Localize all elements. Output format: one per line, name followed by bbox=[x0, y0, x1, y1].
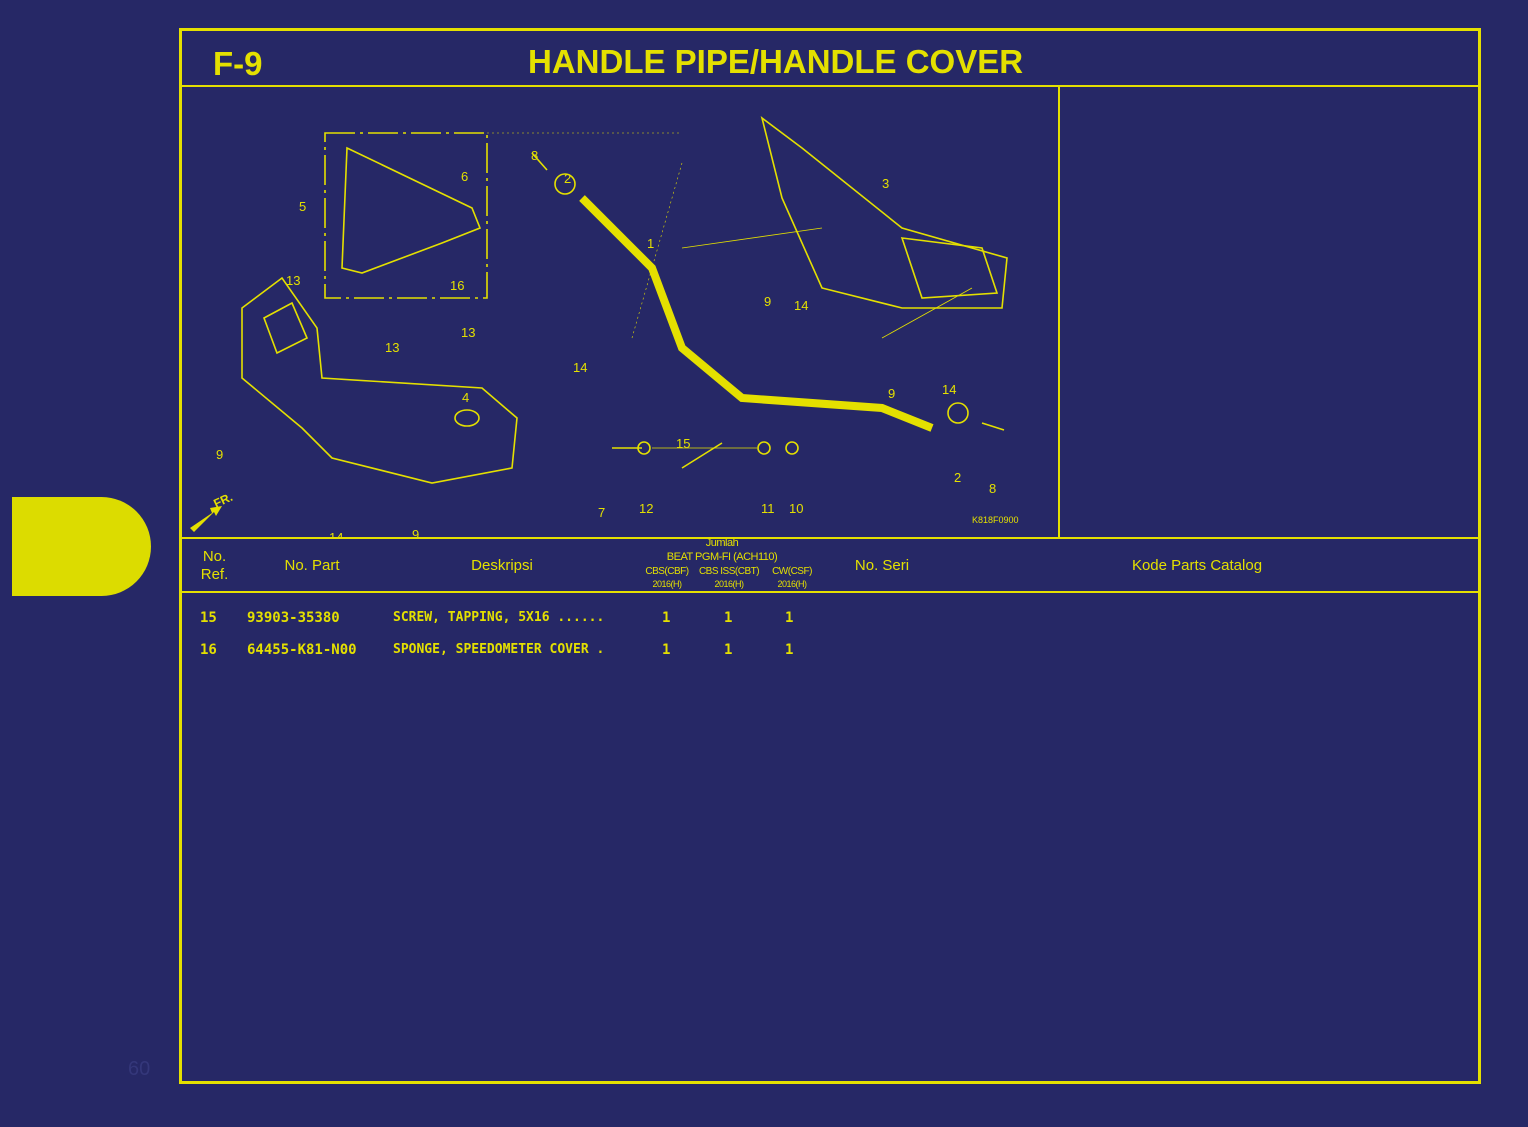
callout-4: 4 bbox=[462, 390, 469, 405]
drawing-code: K818F0900 bbox=[972, 515, 1019, 525]
handle-weight bbox=[554, 173, 576, 195]
callout-3: 3 bbox=[882, 176, 889, 191]
callout-1: 1 bbox=[647, 236, 654, 251]
callout-9: 9 bbox=[764, 294, 771, 309]
callout-8: 8 bbox=[989, 481, 996, 496]
divider bbox=[182, 85, 1478, 87]
row-qty-3: 1 bbox=[785, 610, 794, 626]
callout-9: 9 bbox=[888, 386, 895, 401]
callout-9: 9 bbox=[412, 527, 419, 538]
header-variant-2: CBS ISS(CBT) bbox=[698, 566, 760, 577]
header-ref: No. Ref. bbox=[200, 548, 229, 583]
header-desc: Deskripsi bbox=[471, 557, 533, 574]
front-handle-cover bbox=[241, 276, 518, 484]
callout-7: 7 bbox=[598, 505, 605, 520]
row-desc: SCREW, TAPPING, 5X16 ...... bbox=[393, 610, 605, 625]
callout-11: 11 bbox=[761, 501, 775, 516]
header-serial: No. Seri bbox=[854, 557, 910, 574]
speedometer-cover-group-box bbox=[324, 132, 488, 299]
page-title: HANDLE PIPE/HANDLE COVER bbox=[528, 43, 1024, 80]
front-label: FR. bbox=[211, 490, 234, 511]
callout-16: 16 bbox=[450, 278, 464, 293]
catalog-frame: F-9 HANDLE PIPE/HANDLE COVER 8 2 6 5 3 1 13 16 9… bbox=[179, 28, 1481, 1084]
section-code: F-9 bbox=[213, 45, 263, 82]
divider bbox=[1058, 87, 1060, 539]
callout-14: 14 bbox=[478, 536, 492, 538]
header-variant-3-year: 2016(H) bbox=[777, 579, 807, 589]
divider bbox=[182, 537, 1478, 539]
callout-14: 14 bbox=[794, 298, 808, 313]
row-qty-2: 1 bbox=[724, 642, 733, 658]
row-ref: 15 bbox=[200, 610, 217, 626]
callout-labels: 8 2 6 5 3 1 13 16 9 14 13 13 14 4 9 14 15 9 2 8 7 12 11 10 14 14 9… bbox=[216, 148, 996, 538]
header-qty: Jumlah bbox=[705, 537, 739, 549]
speedometer-cover bbox=[341, 146, 482, 274]
parts-drawing bbox=[241, 116, 1008, 484]
handle-pipe bbox=[579, 195, 934, 432]
row-qty-1: 1 bbox=[662, 610, 671, 626]
row-part: 64455-K81-N00 bbox=[247, 642, 357, 658]
callout-14: 14 bbox=[329, 530, 343, 538]
row-qty-2: 1 bbox=[724, 610, 733, 626]
handle-weight bbox=[947, 402, 969, 424]
callout-15: 15 bbox=[676, 436, 690, 451]
callout-13: 13 bbox=[286, 273, 300, 288]
row-qty-1: 1 bbox=[662, 642, 671, 658]
row-qty-3: 1 bbox=[785, 642, 794, 658]
header-variant-1-year: 2016(H) bbox=[652, 579, 682, 589]
page-number: 60 bbox=[128, 1058, 151, 1080]
header-part: No. Part bbox=[284, 557, 340, 574]
callout-10: 10 bbox=[789, 501, 803, 516]
callout-6: 6 bbox=[461, 169, 468, 184]
row-ref: 16 bbox=[200, 642, 217, 658]
exploded-parts-diagram: 8 2 6 5 3 1 13 16 9 14 13 13 14 4 9 14 15 9 2 8 7 12 11 10 14 14 9… bbox=[190, 116, 1008, 538]
header-model: BEAT PGM-FI (ACH110) bbox=[666, 551, 778, 563]
section-tab bbox=[12, 497, 151, 596]
callout-14: 14 bbox=[573, 360, 587, 375]
callout-5: 5 bbox=[299, 199, 306, 214]
callout-2: 2 bbox=[954, 470, 961, 485]
front-direction-marker: FR. bbox=[190, 490, 235, 532]
divider bbox=[182, 591, 1478, 593]
header-variant-2-year: 2016(H) bbox=[714, 579, 744, 589]
callout-2: 2 bbox=[564, 171, 571, 186]
callout-9: 9 bbox=[216, 447, 223, 462]
header-variant-1: CBS(CBF) bbox=[645, 566, 689, 577]
rear-handle-cover bbox=[760, 116, 1008, 309]
callout-12: 12 bbox=[639, 501, 653, 516]
row-part: 93903-35380 bbox=[247, 610, 340, 626]
row-desc: SPONGE, SPEEDOMETER COVER . bbox=[393, 642, 605, 657]
callout-14: 14 bbox=[942, 382, 956, 397]
header-catalog: Kode Parts Catalog bbox=[1131, 557, 1263, 574]
callout-8: 8 bbox=[531, 148, 538, 163]
header-variant-3: CW(CSF) bbox=[772, 566, 812, 577]
callout-13: 13 bbox=[461, 325, 475, 340]
callout-13: 13 bbox=[385, 340, 399, 355]
